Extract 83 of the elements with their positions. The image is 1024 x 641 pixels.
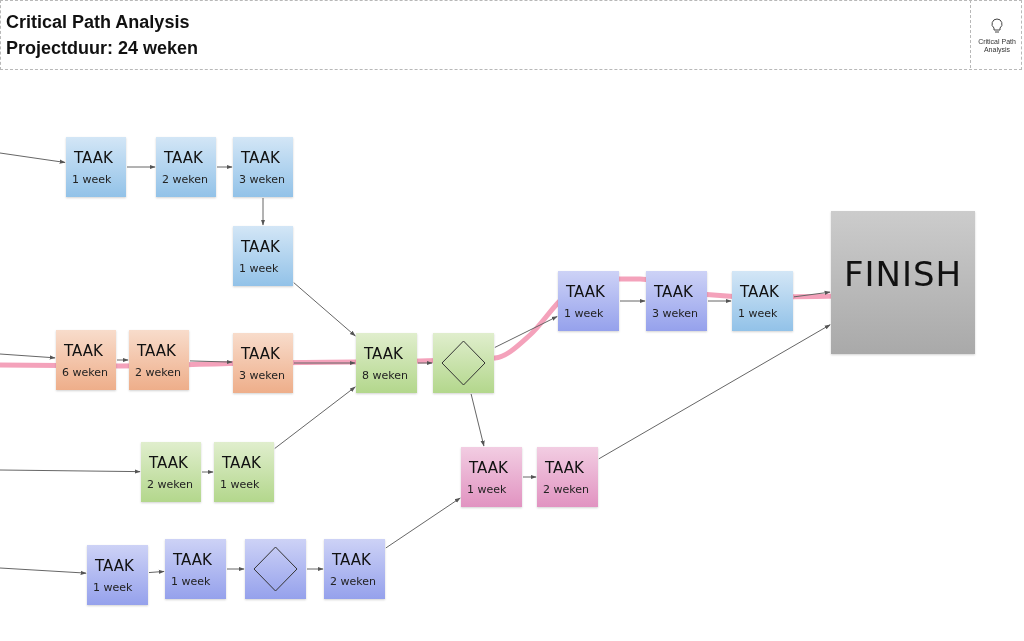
duration-label: 2 weken	[162, 172, 208, 186]
duration-label: 1 week	[239, 261, 279, 275]
task-note	[461, 447, 522, 507]
arrow	[216, 164, 233, 170]
task-title: TAAK	[241, 237, 280, 256]
project-duration: Projectduur: 24 weken	[6, 38, 199, 59]
duration-label: 3 weken	[239, 368, 285, 382]
duration-label: 1 week	[738, 306, 778, 320]
task-note	[66, 137, 126, 197]
task-title: TAAK	[173, 550, 212, 569]
task-title: TAAK	[74, 148, 113, 167]
arrow	[793, 290, 831, 298]
arrow	[274, 386, 356, 449]
title: Critical Path Analysis	[6, 12, 190, 33]
arrow	[417, 360, 433, 366]
arrow	[226, 566, 245, 572]
task-title: TAAK	[241, 344, 280, 363]
arrow	[0, 567, 87, 575]
task-title: TAAK	[164, 148, 203, 167]
duration-label: 3 weken	[239, 172, 285, 186]
task-note	[87, 545, 148, 605]
task-note	[646, 271, 707, 331]
arrow	[385, 497, 461, 549]
arrow	[126, 164, 156, 170]
duration-label: 2 weken	[543, 482, 589, 496]
task-note	[233, 137, 293, 197]
task-title: TAAK	[137, 341, 176, 360]
task-note	[324, 539, 385, 599]
task-title: TAAK	[566, 282, 605, 301]
task-title: TAAK	[364, 344, 403, 363]
arrow	[598, 324, 831, 460]
task-title: TAAK	[149, 453, 188, 472]
duration-label: 1 week	[171, 574, 211, 588]
task-title: TAAK	[241, 148, 280, 167]
task-title: TAAK	[95, 556, 134, 575]
duration-label: 2 weken	[147, 477, 193, 491]
arrow	[0, 353, 56, 360]
duration-label: 1 week	[564, 306, 604, 320]
arrow	[148, 569, 165, 574]
duration-label: 1 week	[72, 172, 112, 186]
task-note	[558, 271, 619, 331]
task-note	[537, 447, 598, 507]
arrow	[0, 469, 141, 474]
task-note	[129, 330, 189, 390]
duration-label: 1 week	[220, 477, 260, 491]
arrow	[201, 469, 214, 475]
arrow	[116, 357, 129, 363]
duration-label: 1 week	[93, 580, 133, 594]
finish-box	[831, 211, 975, 354]
task-note	[233, 333, 293, 393]
task-note	[56, 330, 116, 390]
arrow	[619, 298, 646, 304]
task-note	[732, 271, 793, 331]
task-title: TAAK	[740, 282, 779, 301]
arrow	[494, 316, 558, 348]
task-note	[156, 137, 216, 197]
arrow	[293, 360, 356, 366]
duration-label: 8 weken	[362, 368, 408, 382]
arrow	[522, 474, 537, 480]
arrow	[707, 298, 732, 304]
task-title: TAAK	[332, 550, 371, 569]
duration-label: 2 weken	[135, 365, 181, 379]
duration-label: 3 weken	[652, 306, 698, 320]
duration-label: 6 weken	[62, 365, 108, 379]
finish-label: FINISH	[843, 253, 963, 294]
arrow	[306, 566, 324, 572]
task-note	[356, 333, 417, 393]
task-note	[233, 226, 293, 286]
task-title: TAAK	[545, 458, 584, 477]
task-note	[165, 539, 226, 599]
arrow	[0, 152, 66, 164]
arrow	[470, 393, 485, 447]
task-title: TAAK	[64, 341, 103, 360]
arrow	[260, 197, 266, 226]
task-title: TAAK	[654, 282, 693, 301]
task-note	[214, 442, 274, 502]
task-title: TAAK	[222, 453, 261, 472]
task-title: TAAK	[469, 458, 508, 477]
duration-label: 1 week	[467, 482, 507, 496]
arrow	[189, 359, 233, 365]
duration-label: 2 weken	[330, 574, 376, 588]
task-note	[141, 442, 201, 502]
arrow	[293, 282, 356, 337]
